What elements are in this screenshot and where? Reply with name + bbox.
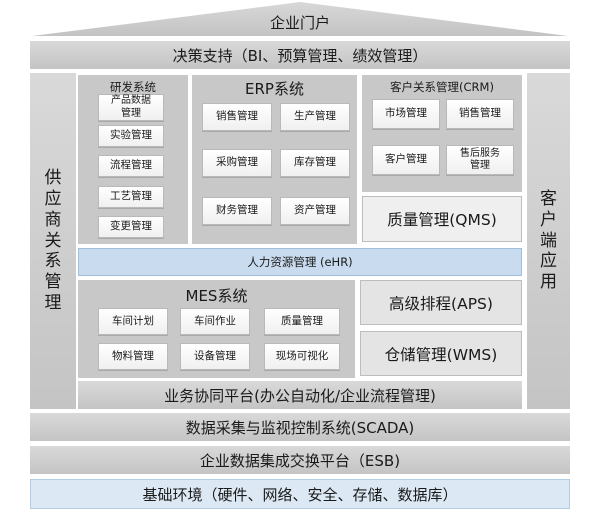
aps-label: 高级排程(APS)	[389, 294, 493, 313]
rd-item-change: 变更管理	[98, 216, 164, 238]
collab-platform-label: 业务协同平台(办公自动化/企业流程管理)	[164, 386, 436, 405]
rd-item-product-data: 产品数据管理	[98, 94, 164, 121]
qms-label: 质量管理(QMS)	[387, 211, 497, 229]
ehr-label: 人力资源管理 (eHR)	[247, 255, 353, 269]
erp-item-asset: 资产管理	[280, 197, 350, 225]
erp-item-purchase: 采购管理	[202, 149, 272, 177]
erp-item-production: 生产管理	[280, 103, 350, 131]
mes-item-site-visualization: 现场可视化	[264, 343, 340, 370]
erp-system-title: ERP系统	[245, 80, 304, 98]
roof-shape	[32, 2, 568, 36]
crm-item-after-sales: 售后服务管理	[446, 145, 514, 175]
decision-support-label: 决策支持（BI、预算管理、绩效管理）	[172, 46, 428, 65]
mes-system-title: MES系统	[185, 287, 248, 305]
supplier-char: 关	[44, 230, 62, 251]
infrastructure-label: 基础环境（硬件、网络、安全、存储、数据库）	[142, 485, 458, 504]
customer-app-panel: 客 户 端 应 用	[527, 73, 570, 409]
scada-label: 数据采集与监视控制系统(SCADA)	[185, 418, 415, 437]
customer-char: 户	[540, 209, 557, 230]
rd-item-product-data-line2: 管理	[121, 107, 141, 119]
qms-box: 质量管理(QMS)	[362, 196, 522, 242]
crm-item-after-sales-line2: 管理	[470, 160, 490, 171]
aps-box: 高级排程(APS)	[360, 280, 522, 325]
wms-label: 仓储管理(WMS)	[384, 345, 498, 364]
erp-item-sales: 销售管理	[202, 103, 272, 131]
customer-char: 客	[540, 189, 557, 210]
rd-system-panel: 研发系统 产品数据管理 实验管理 流程管理 工艺管理 变更管理	[78, 75, 188, 244]
customer-char: 用	[540, 272, 557, 293]
collab-platform-bar: 业务协同平台(办公自动化/企业流程管理)	[78, 381, 522, 409]
crm-item-customer: 客户管理	[372, 145, 440, 175]
esb-label: 企业数据集成交换平台（ESB)	[199, 451, 401, 470]
crm-system-title: 客户关系管理(CRM)	[390, 80, 494, 94]
infrastructure-bar: 基础环境（硬件、网络、安全、存储、数据库）	[30, 479, 570, 509]
erp-item-finance: 财务管理	[202, 197, 272, 225]
crm-system-panel: 客户关系管理(CRM) 市场管理 销售管理 客户管理 售后服务管理	[362, 75, 522, 192]
mes-item-equipment: 设备管理	[180, 343, 250, 370]
crm-item-sales: 销售管理	[446, 99, 514, 129]
mes-item-workshop-operation: 车间作业	[180, 308, 250, 335]
rd-item-experiment: 实验管理	[98, 125, 164, 147]
mes-item-quality: 质量管理	[264, 308, 340, 335]
ehr-bar: 人力资源管理 (eHR)	[78, 248, 522, 276]
rd-item-product-data-line1: 产品数据	[111, 95, 151, 106]
decision-support-bar: 决策支持（BI、预算管理、绩效管理）	[30, 41, 570, 69]
supplier-char: 应	[44, 189, 62, 210]
supplier-char: 理	[44, 292, 62, 313]
esb-bar: 企业数据集成交换平台（ESB)	[30, 446, 570, 474]
supplier-char: 商	[44, 209, 62, 230]
mes-item-material: 物料管理	[98, 343, 168, 370]
rd-item-craft: 工艺管理	[98, 186, 164, 208]
crm-item-market: 市场管理	[372, 99, 440, 129]
mes-system-panel: MES系统 车间计划 车间作业 质量管理 物料管理 设备管理 现场可视化	[78, 280, 355, 378]
wms-box: 仓储管理(WMS)	[360, 331, 522, 376]
portal-label: 企业门户	[269, 14, 330, 32]
scada-bar: 数据采集与监视控制系统(SCADA)	[30, 413, 570, 441]
erp-item-inventory: 库存管理	[280, 149, 350, 177]
customer-char: 端	[540, 230, 557, 251]
customer-char: 应	[540, 251, 557, 272]
mes-item-workshop-plan: 车间计划	[98, 308, 168, 335]
rd-item-process: 流程管理	[98, 155, 164, 177]
erp-system-panel: ERP系统 销售管理 生产管理 采购管理 库存管理 财务管理 资产管理	[192, 75, 357, 244]
crm-item-after-sales-line1: 售后服务	[460, 147, 500, 159]
supplier-char: 供	[44, 168, 62, 189]
supplier-relation-panel: 供 应 商 关 系 管 理	[30, 73, 76, 409]
supplier-char: 管	[44, 272, 62, 293]
rd-system-title: 研发系统	[110, 80, 156, 94]
portal-roof: 企业门户	[30, 0, 570, 40]
supplier-char: 系	[44, 251, 62, 272]
